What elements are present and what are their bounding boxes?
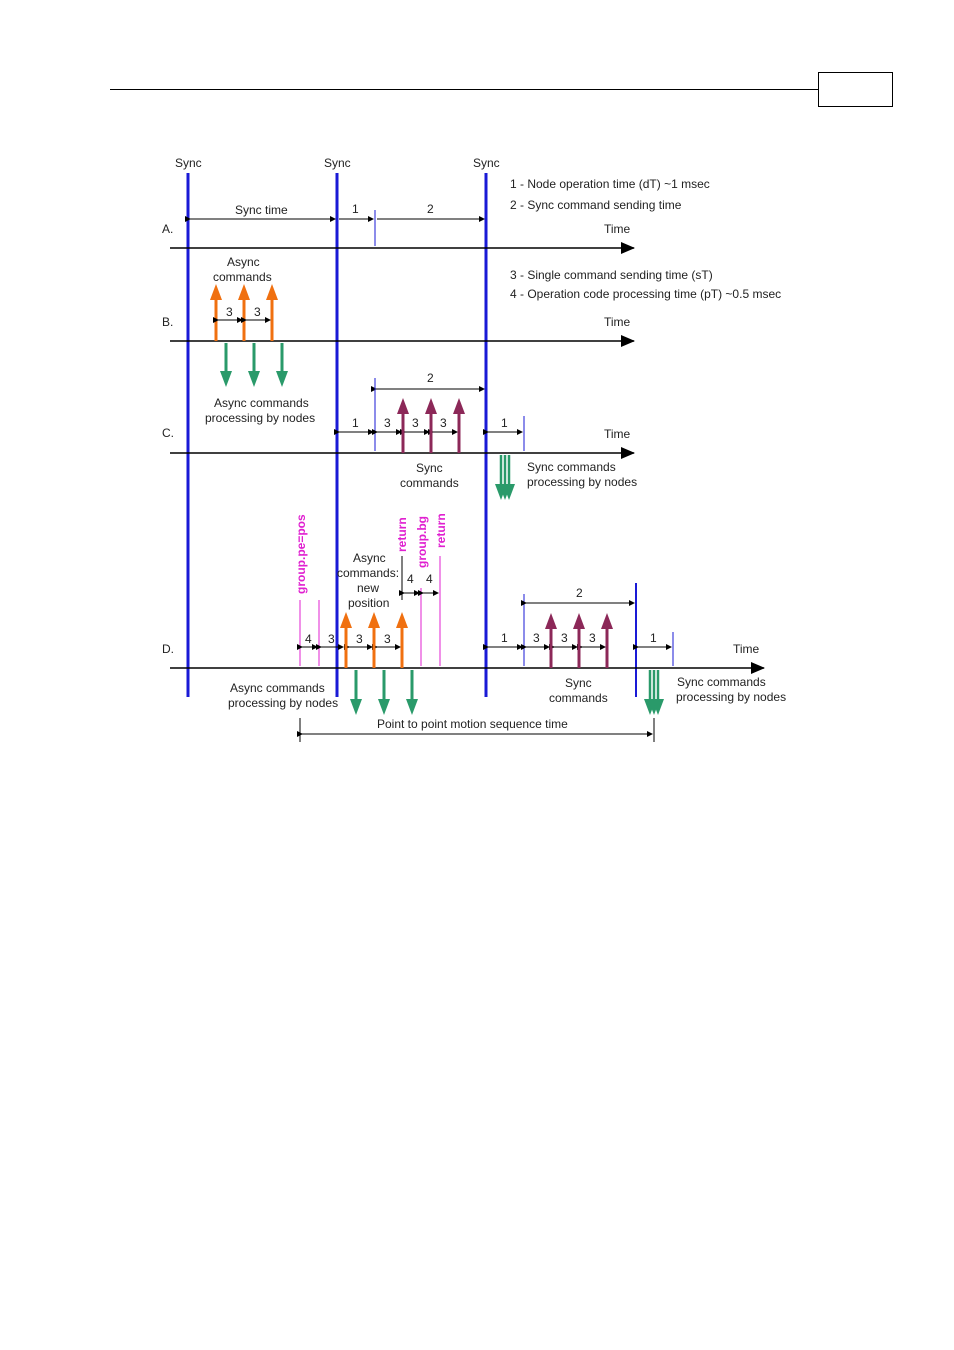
d-sync-processing-arrows (644, 670, 664, 715)
legend: 1 - Node operation time (dT) ~1 msec 2 -… (510, 177, 781, 301)
d-sync-st-label-1: 3 (533, 631, 540, 645)
time-label-d: Time (733, 642, 760, 656)
b-st-label-1: 3 (226, 305, 233, 319)
sync-time-label: Sync time (235, 203, 288, 217)
row-c: C. Time 2 1 3 3 3 Sync commands 1 Sync c… (162, 371, 637, 500)
d-sync-cmd-arrows (545, 613, 613, 668)
d-async-new-4: position (348, 596, 389, 610)
c-st-label-1: 3 (384, 416, 391, 430)
b-processing-label-2: processing by nodes (205, 411, 315, 425)
sync-label-3: Sync (473, 156, 500, 170)
d-async-processing-label-2: processing by nodes (228, 696, 338, 710)
page-number-box (818, 72, 893, 107)
time-label-c: Time (604, 427, 631, 441)
c-sync-send-label: 2 (427, 371, 434, 385)
d-sync-send-label: 2 (576, 586, 583, 600)
row-b: B. Time Async commands 3 3 Async command… (162, 255, 635, 425)
c-sync-cmd-arrows (397, 398, 465, 453)
b-async-label-2: commands (213, 270, 272, 284)
b-async-arrows (210, 284, 278, 341)
d-sync-cmd-label-2: commands (549, 691, 608, 705)
row-label-c: C. (162, 426, 174, 440)
d-sync-st-label-2: 3 (561, 631, 568, 645)
d-async-new-1: Async (353, 551, 386, 565)
d-sync-cmd-label-1: Sync (565, 676, 592, 690)
d-magenta-marks (299, 556, 441, 666)
d-async-arrows (340, 612, 408, 668)
d-sync-processing-label-2: processing by nodes (676, 690, 786, 704)
c-st-label-2: 3 (412, 416, 419, 430)
time-label-a: Time (604, 222, 631, 236)
sync-lines (186, 173, 637, 697)
row-d: D. Time group.pe=pos return group.bg ret… (162, 513, 786, 742)
legend-item-1: 1 - Node operation time (dT) ~1 msec (510, 177, 710, 191)
row-label-a: A. (162, 222, 173, 236)
legend-item-2: 2 - Sync command sending time (510, 198, 682, 212)
b-processing-arrows (220, 343, 288, 387)
a-sync-send-label: 2 (427, 202, 434, 216)
p2p-label: Point to point motion sequence time (377, 717, 568, 731)
time-label-b: Time (604, 315, 631, 329)
legend-item-3: 3 - Single command sending time (sT) (510, 268, 713, 282)
c-dt-label-1: 1 (352, 416, 359, 430)
d-dt-label-1: 1 (501, 631, 508, 645)
a-dt-label: 1 (352, 202, 359, 216)
c-sync-cmd-label-1: Sync (416, 461, 443, 475)
row-label-b: B. (162, 315, 173, 329)
d-pt-label-3: 4 (426, 572, 433, 586)
d-sync-st-label-3: 3 (589, 631, 596, 645)
c-sync-cmd-label-2: commands (400, 476, 459, 490)
d-async-new-2: commands: (337, 566, 399, 580)
c-dt-label-2: 1 (501, 416, 508, 430)
d-async-processing-label-1: Async commands (230, 681, 325, 695)
d-st-label-1: 3 (328, 632, 335, 646)
d-st-label-3: 3 (384, 632, 391, 646)
d-pt-label-2: 4 (407, 572, 414, 586)
c-processing-label-2: processing by nodes (527, 475, 637, 489)
cmd-group-pe: group.pe=pos (294, 514, 308, 594)
d-async-processing-arrows (350, 670, 418, 715)
cmd-return-1: return (395, 517, 409, 552)
header-rule (110, 89, 819, 90)
cmd-return-2: return (434, 513, 448, 548)
sync-label-2: Sync (324, 156, 351, 170)
b-processing-label-1: Async commands (214, 396, 309, 410)
b-st-label-2: 3 (254, 305, 261, 319)
d-async-new-3: new (357, 581, 379, 595)
d-st-label-2: 3 (356, 632, 363, 646)
row-label-d: D. (162, 642, 174, 656)
row-a: A. Time Sync time 1 2 (162, 202, 635, 254)
c-processing-arrows (495, 455, 515, 500)
d-sync-processing-label-1: Sync commands (677, 675, 766, 689)
d-dt-label-2: 1 (650, 631, 657, 645)
d-pt-label-1: 4 (305, 632, 312, 646)
c-processing-label-1: Sync commands (527, 460, 616, 474)
legend-item-4: 4 - Operation code processing time (pT) … (510, 287, 781, 301)
sync-label-1: Sync (175, 156, 202, 170)
b-async-label-1: Async (227, 255, 260, 269)
c-st-label-3: 3 (440, 416, 447, 430)
cmd-group-bg: group.bg (415, 516, 429, 568)
